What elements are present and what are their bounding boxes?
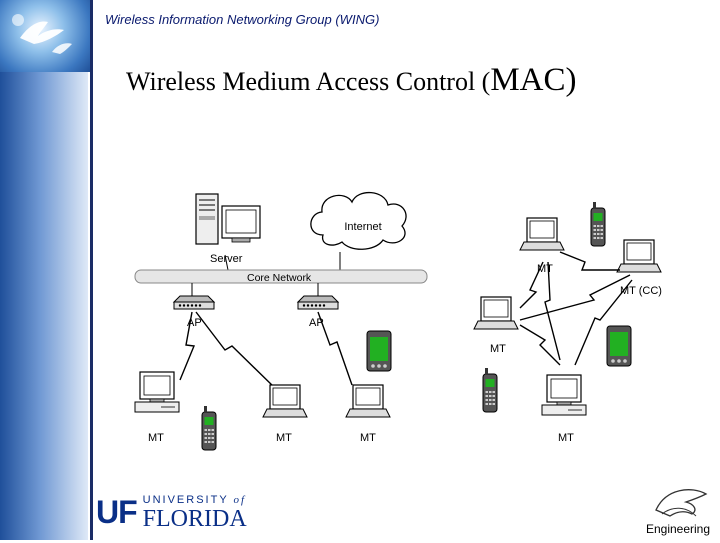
phone-icon [201, 405, 217, 451]
mt-label: MT [558, 432, 574, 444]
internet-label: Internet [344, 221, 381, 233]
pda-icon [366, 330, 392, 372]
dove-corner-image [0, 0, 90, 72]
access-point-icon [173, 295, 215, 310]
of-word: of [233, 493, 247, 506]
access-point-icon [297, 295, 339, 310]
core-network-bus [134, 269, 428, 284]
mt-label: MT [148, 432, 164, 444]
server-label: Server [210, 253, 243, 265]
florida-word: FLORIDA [142, 505, 247, 532]
page-title: Wireless Medium Access Control (MAC) [126, 62, 577, 99]
mt-cc-label: MT (CC) [620, 285, 662, 297]
laptop-icon [345, 384, 391, 418]
mt-label: MT [360, 432, 376, 444]
phone-icon [482, 367, 498, 413]
laptop-icon [473, 296, 519, 330]
laptop-icon [262, 384, 308, 418]
title-text: Wireless Medium Access Control ( [126, 67, 491, 96]
core-network-label: Core Network [247, 272, 312, 284]
mt-label: MT [276, 432, 292, 444]
dove-icon [12, 14, 72, 54]
engineering-label: Engineering [646, 522, 710, 536]
group-header: Wireless Information Networking Group (W… [105, 12, 380, 27]
uf-logo: UF UNIVERSITY of FLORIDA [96, 494, 247, 531]
internet-cloud [310, 191, 407, 250]
title-close: ) [565, 62, 577, 98]
wireless-links-right [519, 251, 633, 366]
pda-icon [606, 325, 632, 367]
laptop-icon [519, 217, 565, 251]
engineering-logo: Engineering [640, 480, 716, 538]
desktop-icon [134, 371, 180, 413]
server-icon [195, 193, 261, 245]
laptop-icon [616, 239, 662, 273]
desktop-icon [541, 374, 587, 416]
phone-icon [590, 201, 606, 247]
sidebar-decoration [0, 72, 88, 540]
title-acronym: MAC [490, 62, 566, 98]
university-word: UNIVERSITY [142, 493, 229, 506]
mt-label: MT [490, 343, 506, 355]
gator-icon: Engineering [646, 489, 710, 536]
vertical-divider [90, 0, 93, 540]
uf-monogram: UF [96, 494, 138, 530]
wireless-links-left [179, 311, 353, 389]
ap-label: AP [309, 317, 324, 329]
